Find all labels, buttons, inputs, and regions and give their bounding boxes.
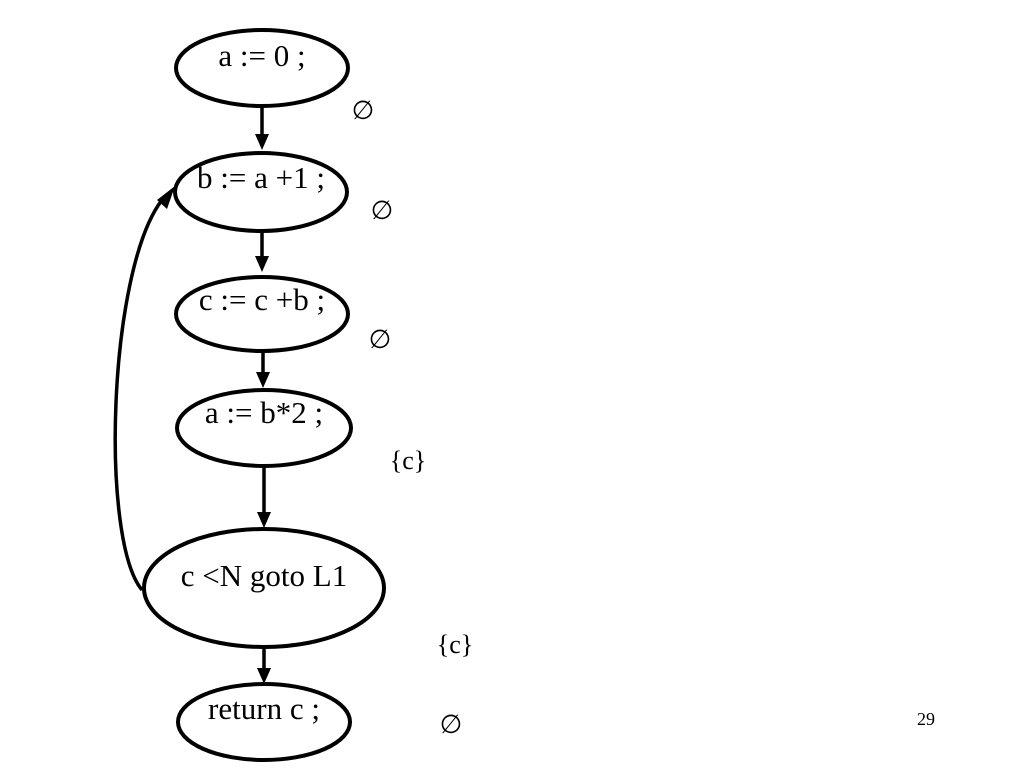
- node-return-c: return c ;: [176, 682, 352, 762]
- arrow-head: [157, 186, 175, 209]
- node-label: a := 0 ;: [218, 38, 305, 73]
- edge-n5-n2-back: [113, 198, 164, 592]
- edges: [113, 106, 271, 684]
- node-a-assign-0: a := 0 ;: [174, 28, 350, 108]
- arrow-head: [256, 372, 270, 388]
- page-number: 29: [917, 709, 935, 729]
- set-label-exit: ∅: [440, 710, 463, 739]
- arrow-head: [257, 668, 271, 684]
- node-conditional-goto: c <N goto L1: [142, 527, 386, 649]
- node-b-assign-a-plus-1: b := a +1 ;: [173, 151, 349, 233]
- set-label-edge-n3-n4: ∅: [369, 325, 392, 354]
- node-label: a := b*2 ;: [205, 395, 323, 430]
- node-label: b := a +1 ;: [197, 160, 325, 195]
- node-label: return c ;: [208, 691, 320, 726]
- set-labels: ∅ ∅ ∅ {c} {c} ∅: [352, 96, 474, 739]
- node-c-assign-c-plus-b: c := c +b ;: [174, 275, 350, 353]
- node-a-assign-b-times-2: a := b*2 ;: [175, 388, 353, 468]
- arrow-head: [255, 256, 269, 272]
- arrow-head: [257, 512, 271, 528]
- node-label: c <N goto L1: [181, 558, 347, 593]
- set-label-edge-n2-n3: ∅: [371, 196, 394, 225]
- set-label-edge-n5-n6: {c}: [437, 630, 474, 659]
- set-label-edge-n4-n5: {c}: [390, 446, 427, 475]
- arrow-head: [255, 134, 269, 150]
- set-label-edge-n1-n2: ∅: [352, 96, 375, 125]
- node-label: c := c +b ;: [199, 282, 325, 317]
- nodes: a := 0 ; b := a +1 ; c := c +b ; a := b*…: [142, 28, 386, 762]
